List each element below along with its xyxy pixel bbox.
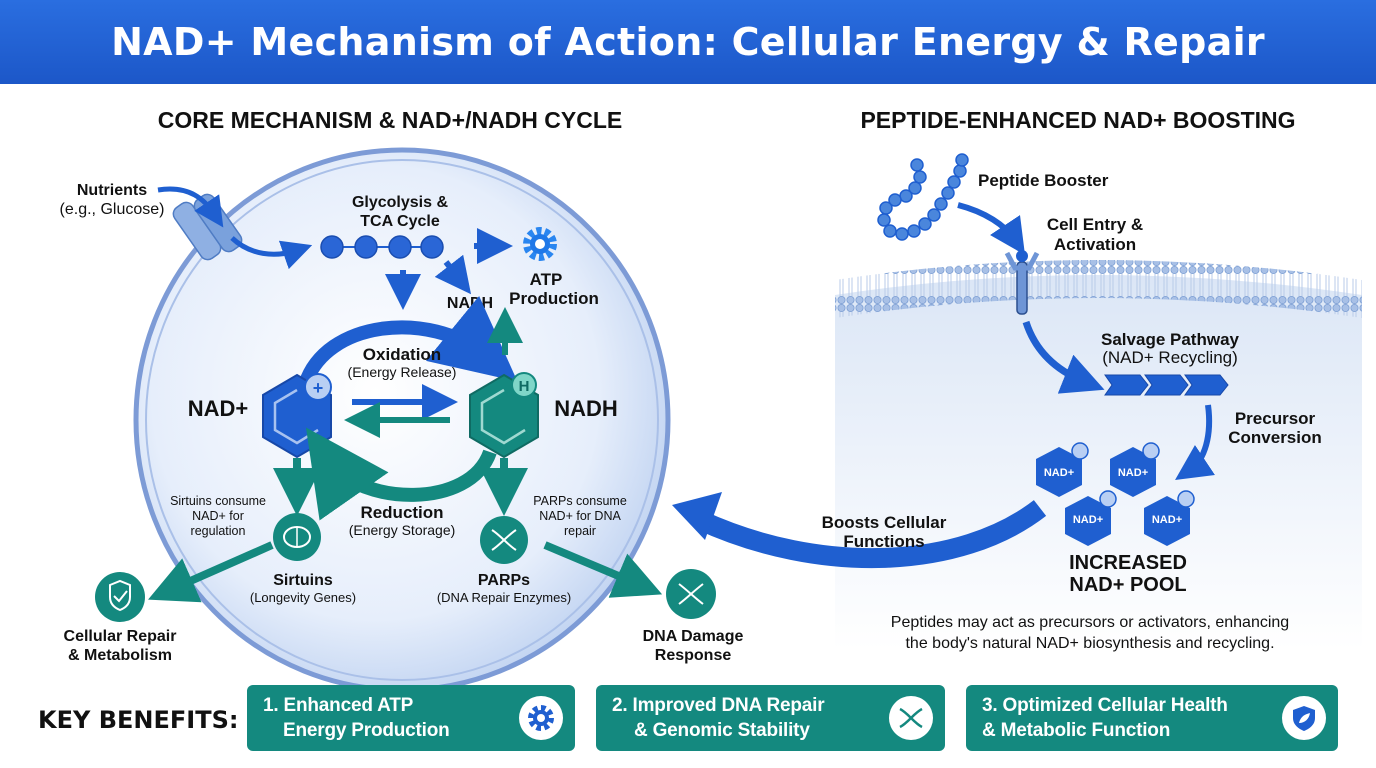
dna-damage-label: DNA Damage: [643, 628, 744, 645]
lipid-bilayer: [835, 260, 1362, 318]
parps-label: PARPs: [478, 572, 530, 589]
right-section-heading: PEPTIDE-ENHANCED NAD+ BOOSTING: [860, 107, 1295, 133]
nad-plus-molecule-label: NAD+: [1073, 514, 1103, 526]
benefit-card-atp: 1. Enhanced ATP Energy Production: [247, 685, 575, 751]
nutrients-sublabel: (e.g., Glucose): [60, 201, 165, 218]
cellular-repair-label: & Metabolism: [68, 647, 172, 664]
salvage-pathway-sublabel: (NAD+ Recycling): [1102, 348, 1238, 367]
benefit-card-health: 3. Optimized Cellular Health & Metabolic …: [966, 685, 1338, 751]
activation-label: Activation: [1054, 235, 1136, 254]
reduction-sublabel: (Energy Storage): [349, 522, 456, 538]
nutrient-arrow: [230, 236, 313, 270]
nad-plus-pool-molecule: NAD+: [1110, 442, 1160, 497]
h-badge: H: [519, 378, 530, 395]
key-benefits-label: KEY BENEFITS:: [38, 706, 239, 734]
reduction-arrow: [305, 427, 497, 521]
dna-icon: [889, 696, 933, 740]
nad-plus-molecule-label: NAD+: [1152, 514, 1182, 526]
peptide-booster-label: Peptide Booster: [978, 171, 1109, 190]
parps-note: NAD+ for DNA: [539, 509, 621, 523]
boosts-label: Functions: [843, 532, 924, 551]
benefit-subtitle: & Metabolic Function: [982, 720, 1171, 741]
glycolysis-chain-icon: [320, 235, 444, 259]
parps-note: PARPs consume: [533, 494, 627, 508]
nadh-molecule-icon: H: [469, 372, 539, 459]
tca-label: TCA Cycle: [360, 213, 440, 230]
salvage-pathway-label: Salvage Pathway: [1101, 330, 1240, 349]
receptor-icon: [1004, 250, 1040, 315]
nad-plus-molecule-label: NAD+: [1118, 467, 1148, 479]
dna-damage-label: Response: [655, 647, 732, 664]
nadh-product-label: NADH: [447, 295, 493, 312]
cellular-repair-label: Cellular Repair: [64, 628, 177, 645]
title-banner: NAD+ Mechanism of Action: Cellular Energ…: [0, 0, 1376, 84]
dna-icon: [480, 516, 528, 564]
atp-label: ATP: [530, 270, 563, 289]
reduction-label: Reduction: [360, 503, 443, 522]
conversion-label: Conversion: [1228, 428, 1322, 447]
sirtuins-note: Sirtuins consume: [170, 494, 266, 508]
atp-gear-icon: [523, 227, 557, 261]
oxidation-arrow: [298, 295, 518, 388]
oxidation-sublabel: (Energy Release): [348, 364, 457, 380]
parps-sublabel: (DNA Repair Enzymes): [437, 590, 571, 605]
boosts-label: Boosts Cellular: [822, 513, 947, 532]
benefit-card-dna: 2. Improved DNA Repair & Genomic Stabilit…: [596, 685, 945, 751]
benefit-subtitle: & Genomic Stability: [634, 720, 810, 741]
oxidation-label: Oxidation: [363, 345, 441, 364]
glycolysis-label: Glycolysis &: [352, 194, 448, 211]
pathway-chevrons-icon: [1104, 374, 1229, 396]
precursor-label: Precursor: [1235, 409, 1316, 428]
benefit-title: 1. Enhanced ATP: [263, 695, 414, 716]
benefit-subtitle: Energy Production: [283, 720, 450, 741]
sirtuins-label: Sirtuins: [273, 572, 333, 589]
increased-pool-label: INCREASED: [1069, 552, 1187, 574]
nad-plus-label: NAD+: [188, 396, 249, 421]
sirtuins-note: regulation: [191, 524, 246, 538]
cytoplasm-region: [835, 275, 1362, 650]
parps-note: repair: [564, 524, 596, 538]
plus-badge: +: [313, 378, 324, 398]
nad-plus-pool-molecule: NAD+: [1036, 442, 1089, 497]
nutrients-label: Nutrients: [77, 182, 147, 199]
shield-check-icon: [95, 572, 145, 622]
peptide-note: the body's natural NAD+ biosynthesis and…: [905, 635, 1274, 652]
nad-plus-molecule-label: NAD+: [1044, 467, 1074, 479]
boost-arrow: [695, 500, 1047, 569]
brain-icon: [273, 513, 321, 561]
benefit-title: 2. Improved DNA Repair: [612, 695, 825, 716]
sirtuins-note: NAD+ for: [192, 509, 244, 523]
left-section-heading: CORE MECHANISM & NAD+/NADH CYCLE: [158, 107, 623, 133]
peptide-chain-icon: [877, 153, 969, 241]
sirtuins-sublabel: (Longevity Genes): [250, 590, 356, 605]
gear-icon: [519, 696, 563, 740]
shield-leaf-icon: [1282, 696, 1326, 740]
page-title: NAD+ Mechanism of Action: Cellular Energ…: [111, 20, 1265, 64]
atp-production-label: Production: [509, 289, 599, 308]
peptide-note: Peptides may act as precursors or activa…: [891, 614, 1289, 631]
benefit-title: 3. Optimized Cellular Health: [982, 695, 1228, 716]
cell-entry-label: Cell Entry &: [1047, 215, 1143, 234]
increased-pool-label: NAD+ POOL: [1069, 574, 1186, 596]
nadh-label: NADH: [554, 396, 618, 421]
nad-plus-pool-molecule: NAD+: [1144, 490, 1195, 546]
dna-damage-icon: [666, 569, 716, 619]
nad-plus-pool-molecule: NAD+: [1065, 490, 1117, 546]
